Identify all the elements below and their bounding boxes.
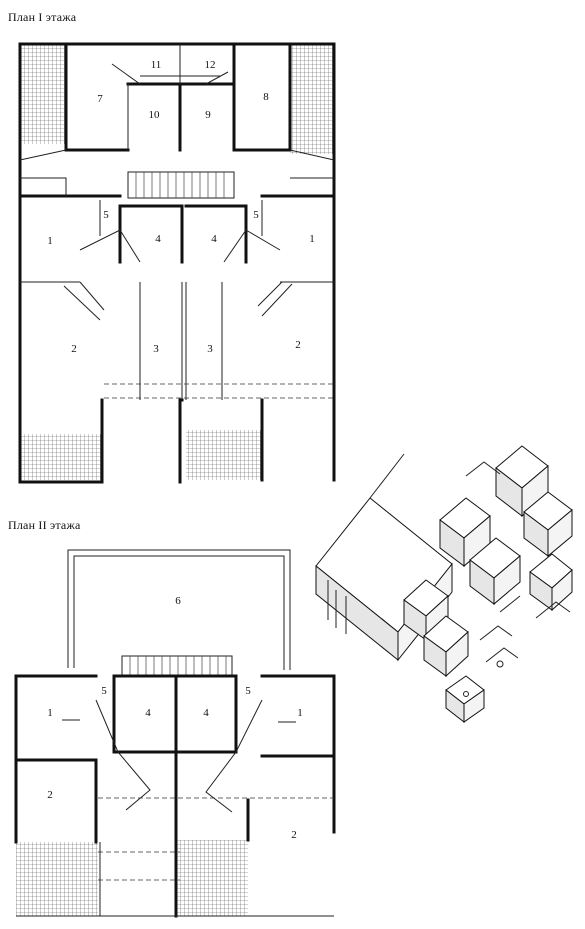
room-label: 10 [149,109,161,121]
room-label: 4 [211,233,217,245]
paving-hatch [186,430,262,480]
room-label: 6 [175,595,181,607]
room-label: 9 [205,109,211,121]
iso-edge [327,453,405,634]
iso-column [496,660,504,668]
room-label: 4 [203,707,209,719]
room-label: 4 [145,707,151,719]
room-label: 8 [263,91,269,103]
partition [139,282,223,400]
partition [62,719,296,723]
wall [18,194,336,484]
room-label: 5 [245,685,251,697]
wall [100,398,264,484]
plan-1-title: План I этажа [8,10,77,24]
door-swing [111,63,229,85]
room-label: 5 [253,209,259,221]
paving-hatch [290,44,334,154]
room-label: 11 [151,59,162,71]
stair-treads [135,172,225,198]
stair [127,171,235,199]
iso-column [463,691,469,697]
terrace-line [104,383,334,399]
paving-hatch [16,842,98,916]
diagonal-wall [63,281,293,321]
room-label: 1 [309,233,315,245]
room-label: 4 [155,233,161,245]
terrace-outline [67,549,291,670]
outer-wall [18,42,336,484]
partition [16,842,334,917]
outer-wall [14,674,336,844]
wall [118,204,248,264]
partition [20,200,334,283]
plan-2-title: План II этажа [8,518,81,532]
room-label: 1 [47,235,53,247]
room-label: 3 [207,343,213,355]
room-label: 2 [291,829,297,841]
room-label: 1 [47,707,53,719]
paving-hatch [20,44,66,144]
terrace-line [98,797,334,881]
room-label: 1 [297,707,303,719]
iso-low-wall [465,461,571,663]
room-label: 2 [71,343,77,355]
wall [94,758,250,918]
partition [19,149,335,196]
paving-hatch [176,840,248,916]
room-label: 5 [101,685,107,697]
iso-block [493,554,521,606]
diagonal-hall [95,699,263,813]
wall [112,674,238,842]
iso-block [551,568,573,612]
floor-2-plan: 6 1 5 4 4 5 1 2 2 [14,549,336,918]
paving-hatch [20,434,102,480]
room-label: 2 [47,789,53,801]
room-label: 5 [103,209,109,221]
room-label: 7 [97,93,103,105]
stair [121,655,233,677]
floor-1-plan: 7 11 12 10 9 8 5 5 1 4 4 1 2 3 3 2 [18,42,336,484]
room-label: 2 [295,339,301,351]
room-label: 3 [153,343,159,355]
iso-pavilion [463,689,485,723]
room-label: 12 [205,59,216,71]
partition [127,44,220,150]
stair-treads [129,656,227,676]
iso-block [445,630,469,678]
iso-block [547,508,573,558]
axonometric-view [315,445,573,724]
diagonal-hall [79,229,281,263]
